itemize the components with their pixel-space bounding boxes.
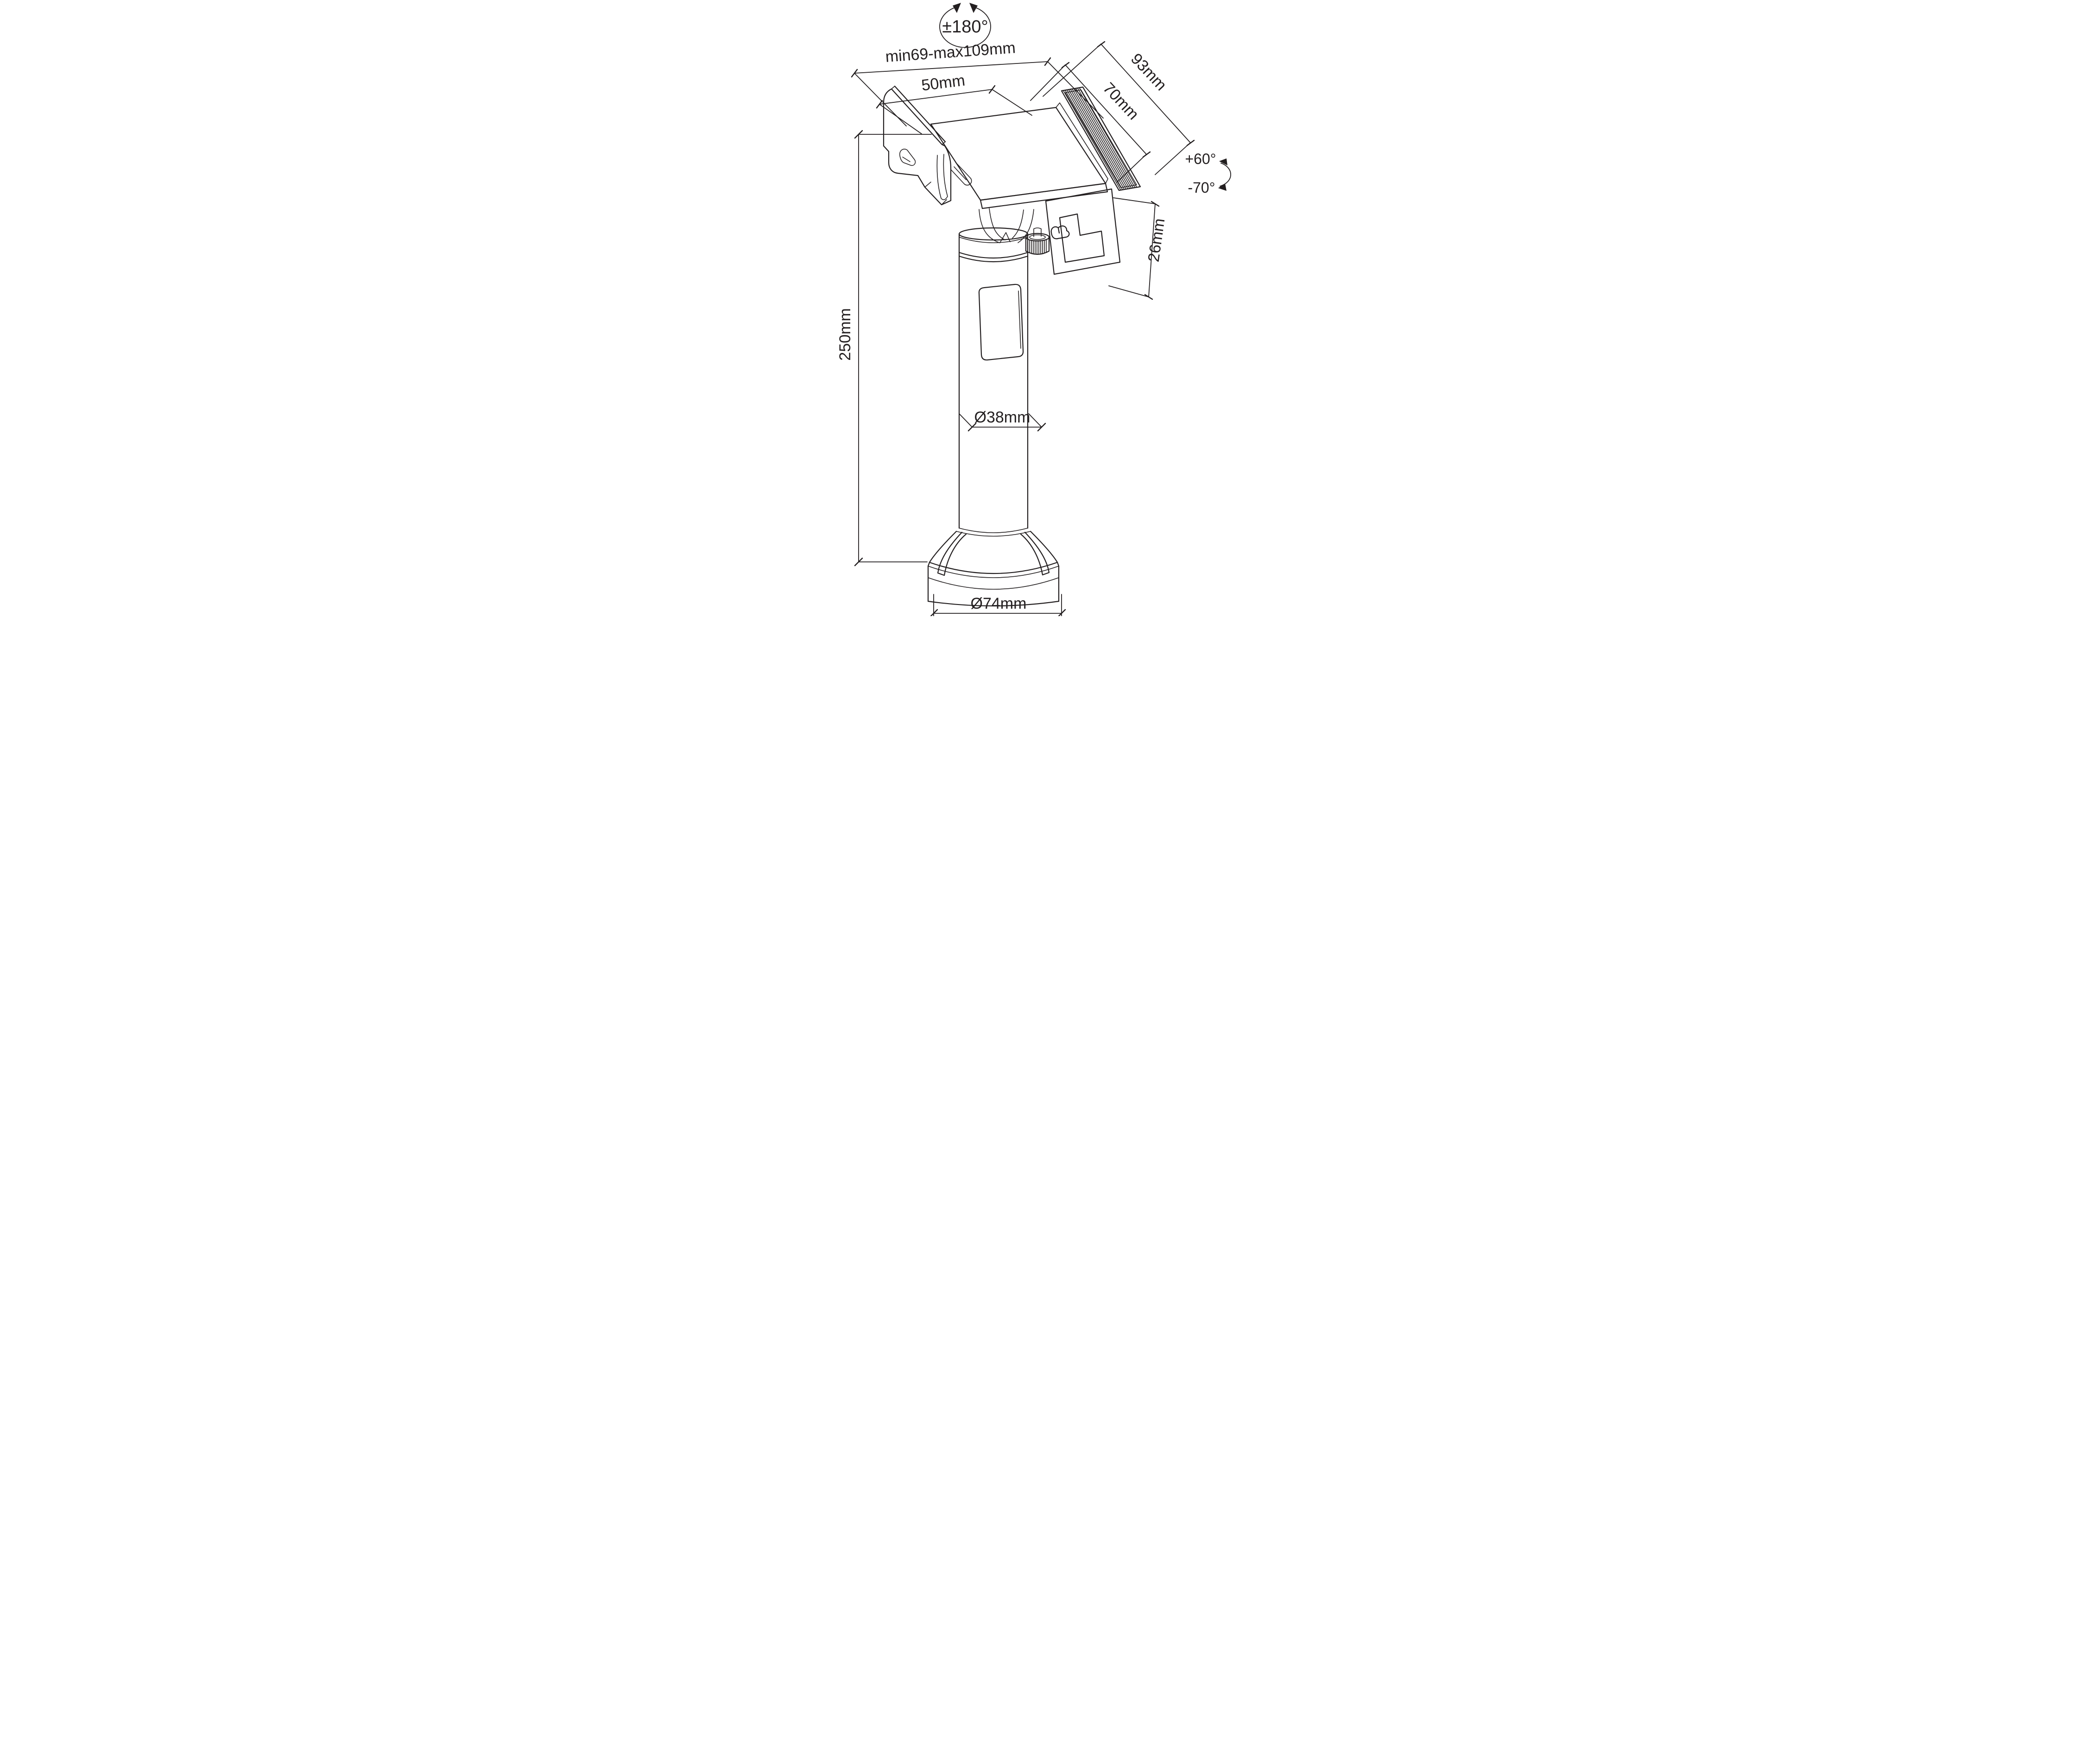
left-flap: [937, 531, 967, 576]
dimension-tilt: +60° -70°: [1185, 151, 1231, 196]
dome-right: [1030, 530, 1058, 563]
dimension-pole-height: 250mm: [836, 130, 932, 567]
jaw-outline: [883, 88, 951, 206]
pole-height-label: 250mm: [836, 308, 854, 360]
swivel-arrow-left: [952, 3, 961, 13]
clamp-range-label: min69-max109mm: [885, 39, 1016, 66]
tilt-up-label: +60°: [1185, 151, 1216, 167]
tilt-arrow-up: [1219, 158, 1227, 165]
swivel-label: ±180°: [942, 17, 988, 37]
joint-left-arm: [978, 208, 1005, 243]
jaw-height-ext: [1108, 197, 1156, 297]
dimension-clamp-range: min69-max109mm: [851, 39, 1104, 126]
wing-nut: [1050, 225, 1069, 239]
holder-depth-line: [1100, 44, 1191, 143]
dome-base: [927, 528, 1059, 607]
tray-plate: [930, 102, 1108, 209]
hook-plate: [1045, 188, 1120, 275]
tilt-arc: [1219, 163, 1231, 187]
tilt-joint: [978, 208, 1069, 255]
jaw-height-ticks: [1144, 201, 1159, 300]
pole-mount-diagram: ±180° min69-max109mm 50mm 93mm: [836, 3, 1231, 616]
pole-diameter-ticks: [967, 422, 1046, 432]
tilt-arrow-down: [1218, 183, 1227, 191]
dimension-tray-width: 50mm: [876, 71, 1032, 134]
joint-right-arm: [1012, 209, 1034, 243]
tilt-down-label: -70°: [1188, 179, 1215, 196]
dimensions: ±180° min69-max109mm 50mm 93mm: [836, 3, 1231, 616]
swivel-arrow-right: [969, 3, 978, 13]
pad-inner-border: [1064, 89, 1137, 188]
tray-width-ext: [879, 89, 1032, 134]
pad-length-label: 70mm: [1099, 79, 1142, 123]
tray-step-edge: [1055, 102, 1108, 184]
holder-depth-label: 93mm: [1127, 50, 1170, 94]
swivel-arc: [939, 6, 991, 48]
pole: [958, 227, 1028, 529]
rim-arc-1: [929, 561, 1058, 574]
jaw-top-edge-2: [891, 86, 946, 145]
hook-cutout: [1059, 213, 1105, 263]
pole-collar: [958, 237, 1028, 243]
rim-arc-2: [927, 566, 1059, 578]
tray-width-label: 50mm: [920, 71, 966, 94]
jaw-front-guide: [936, 154, 948, 200]
diagram-page: ±180° min69-max109mm 50mm 93mm: [676, 0, 1404, 616]
pole-diameter-hooks: [958, 413, 1042, 428]
left-clamp-jaw: [883, 85, 951, 206]
dimension-swivel: ±180°: [939, 3, 991, 48]
dimension-pole-diameter: Ø38mm: [958, 409, 1046, 432]
device-drawing: [883, 85, 1141, 607]
holder-depth-ext: [1042, 44, 1191, 175]
cylinder-sides: [927, 561, 1059, 602]
dimension-base-diameter: Ø74mm: [929, 594, 1066, 616]
base-diameter-ticks: [929, 609, 1066, 616]
pole-collar-bottom: [958, 252, 1028, 263]
jaw-foot-lines: [924, 182, 947, 205]
pole-height-ticks: [854, 130, 863, 567]
base-neck: [955, 528, 1031, 537]
pad-length-ext: [1030, 64, 1147, 183]
dimension-jaw-height: 26mm: [1108, 197, 1168, 300]
cable-window-inner: [1018, 290, 1021, 349]
right-flap: [1020, 531, 1049, 576]
clamp-range-ext-right: [1047, 61, 1104, 119]
knob-knurling: [1027, 239, 1047, 255]
jaw-top-edge: [894, 85, 946, 143]
jaw-height-label: 26mm: [1144, 217, 1168, 263]
knob-stem: [1033, 227, 1042, 237]
base-diameter-label: Ø74mm: [970, 595, 1026, 612]
pad-ribs: [1062, 87, 1137, 191]
dimension-pad-length: 70mm: [1030, 62, 1151, 183]
knob-top-inner: [1029, 234, 1046, 240]
cable-window: [978, 284, 1024, 361]
jaw-height-line: [1148, 203, 1156, 297]
tray-front-face: [980, 183, 1108, 209]
pole-top-rim: [958, 227, 1028, 241]
tray-width-line: [879, 89, 993, 105]
right-clamp-jaw: [1045, 86, 1141, 275]
cylinder-ring: [927, 577, 1059, 590]
cylinder-bottom: [927, 600, 1059, 607]
pad-length-line: [1064, 64, 1147, 155]
pole-diameter-label: Ø38mm: [974, 409, 1030, 426]
clamp-range-line: [853, 61, 1048, 74]
dome-left: [929, 530, 957, 563]
jaw-slot: [899, 149, 916, 166]
